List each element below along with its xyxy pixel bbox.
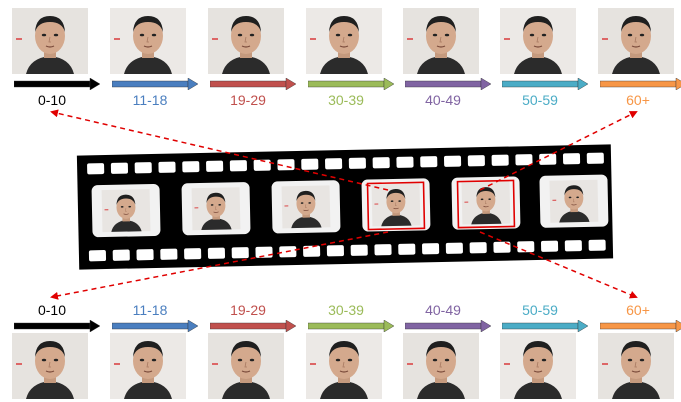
bottom-face-photo bbox=[208, 333, 284, 399]
sprocket-hole bbox=[515, 154, 533, 166]
bottom-age-label: 60+ bbox=[626, 302, 650, 318]
top-age-label: 60+ bbox=[626, 92, 650, 108]
bottom-age-arrow bbox=[308, 320, 394, 332]
sprocket-hole bbox=[136, 249, 154, 261]
top-face-photo bbox=[403, 8, 479, 74]
sprocket-hole bbox=[231, 247, 249, 259]
sprocket-hole bbox=[564, 240, 582, 252]
sprocket-hole bbox=[110, 162, 129, 174]
sprocket-hole bbox=[88, 250, 107, 262]
sprocket-hole bbox=[206, 160, 224, 172]
top-face-photo bbox=[12, 8, 88, 74]
bottom-age-label: 19-29 bbox=[230, 302, 266, 318]
top-age-arrow bbox=[112, 78, 198, 90]
sprocket-hole bbox=[207, 247, 226, 259]
sprocket-hole bbox=[372, 157, 390, 169]
top-face-photo bbox=[598, 8, 674, 74]
bottom-age-label: 40-49 bbox=[425, 302, 461, 318]
top-age-label: 19-29 bbox=[230, 92, 266, 108]
film-frame bbox=[361, 178, 431, 232]
top-age-arrow bbox=[210, 78, 296, 90]
bottom-age-arrow bbox=[600, 320, 681, 332]
sprocket-hole bbox=[160, 248, 178, 260]
sprocket-hole bbox=[493, 241, 511, 253]
sprocket-hole bbox=[445, 242, 463, 254]
sprocket-hole bbox=[398, 243, 416, 255]
top-age-arrow bbox=[308, 78, 394, 90]
sprocket-hole bbox=[350, 244, 368, 256]
film-frame bbox=[539, 174, 609, 228]
sprocket-hole bbox=[374, 244, 392, 256]
top-age-label: 11-18 bbox=[132, 92, 168, 108]
sprocket-hole bbox=[586, 152, 604, 164]
sprocket-hole bbox=[422, 243, 440, 255]
top-age-label: 50-59 bbox=[522, 92, 558, 108]
sprocket-hole bbox=[517, 241, 535, 253]
top-age-label: 40-49 bbox=[425, 92, 461, 108]
sprocket-hole bbox=[112, 249, 130, 261]
sprocket-hole bbox=[229, 160, 247, 172]
film-frame bbox=[271, 180, 341, 234]
sprocket-hole bbox=[301, 158, 319, 170]
sprocket-hole bbox=[279, 246, 297, 258]
sprocket-hole bbox=[540, 240, 559, 252]
film-frame bbox=[181, 182, 251, 236]
bottom-age-arrow bbox=[112, 320, 198, 332]
sprocket-hole bbox=[396, 156, 414, 168]
bottom-face-photo bbox=[598, 333, 674, 399]
bottom-age-arrow bbox=[210, 320, 296, 332]
top-age-label: 0-10 bbox=[37, 92, 67, 108]
sprocket-hole bbox=[539, 153, 557, 165]
bottom-face-photo bbox=[110, 333, 186, 399]
top-face-photo bbox=[306, 8, 382, 74]
top-age-arrow bbox=[502, 78, 588, 90]
sprocket-hole bbox=[326, 245, 344, 257]
sprocket-hole bbox=[443, 155, 462, 167]
top-age-arrow bbox=[14, 78, 100, 90]
bottom-age-label: 30-39 bbox=[328, 302, 364, 318]
top-age-label: 30-39 bbox=[328, 92, 364, 108]
sprocket-hole bbox=[158, 161, 176, 173]
bottom-face-photo bbox=[403, 333, 479, 399]
sprocket-hole bbox=[277, 159, 295, 171]
sprocket-hole bbox=[255, 246, 273, 258]
bottom-age-arrow bbox=[502, 320, 588, 332]
top-face-photo bbox=[110, 8, 186, 74]
film-frame bbox=[451, 176, 521, 230]
sprocket-hole bbox=[184, 248, 202, 260]
sprocket-hole bbox=[562, 153, 581, 165]
sprocket-hole bbox=[588, 239, 606, 251]
sprocket-hole bbox=[420, 156, 438, 168]
highlight-box bbox=[366, 181, 426, 231]
bottom-face-photo bbox=[306, 333, 382, 399]
top-face-photo bbox=[208, 8, 284, 74]
sprocket-hole bbox=[182, 161, 200, 173]
top-age-arrow bbox=[405, 78, 491, 90]
bottom-age-label: 50-59 bbox=[522, 302, 558, 318]
top-age-arrow bbox=[600, 78, 681, 90]
sprocket-hole bbox=[253, 159, 271, 171]
sprocket-hole bbox=[467, 155, 485, 167]
bottom-face-photo bbox=[12, 333, 88, 399]
sprocket-hole bbox=[325, 158, 343, 170]
sprocket-hole bbox=[469, 242, 487, 254]
bottom-age-label: 11-18 bbox=[132, 302, 168, 318]
sprocket-hole bbox=[348, 157, 366, 169]
film-strip-body bbox=[76, 144, 614, 270]
film-frame bbox=[91, 184, 161, 238]
bottom-age-label: 0-10 bbox=[37, 302, 67, 318]
sprocket-hole bbox=[87, 163, 105, 175]
bottom-age-arrow bbox=[405, 320, 491, 332]
bottom-age-arrow bbox=[14, 320, 100, 332]
bottom-face-photo bbox=[500, 333, 576, 399]
top-face-photo bbox=[500, 8, 576, 74]
sprocket-hole bbox=[303, 245, 321, 257]
sprocket-hole bbox=[134, 162, 152, 174]
sprocket-hole bbox=[491, 154, 509, 166]
